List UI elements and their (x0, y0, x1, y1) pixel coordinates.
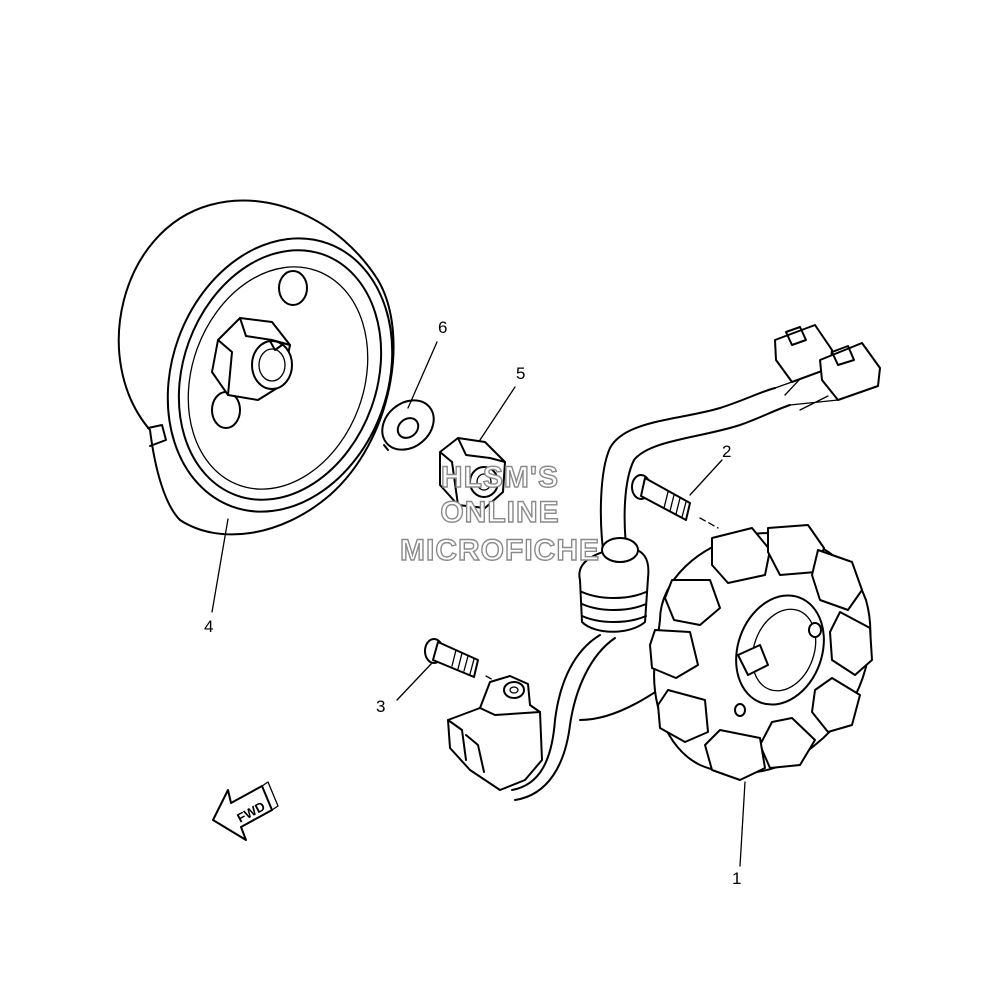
stator-assembly-part (447, 324, 881, 801)
watermark-line-3: MICROFICHE (400, 534, 600, 567)
arrow-left-icon (212, 785, 273, 841)
stator-bolt-part (631, 474, 719, 529)
rotor-flywheel-part (117, 199, 395, 536)
callout-2: 2 (722, 442, 731, 461)
watermark: HLSM'S ONLINE MICROFICHE (399, 460, 600, 567)
washer-part (381, 399, 435, 451)
callout-1: 1 (732, 869, 741, 888)
watermark-line-1: HLSM'S (441, 461, 559, 494)
fwd-direction-marker: FWD (212, 781, 279, 841)
callout-6: 6 (438, 318, 447, 337)
callout-3: 3 (376, 697, 385, 716)
leader-lines (211, 341, 746, 867)
pickup-bolt-part (424, 638, 501, 685)
callout-5: 5 (516, 364, 525, 383)
callout-4: 4 (204, 617, 213, 636)
watermark-line-2: ONLINE (440, 496, 559, 529)
nut-part (439, 437, 506, 509)
